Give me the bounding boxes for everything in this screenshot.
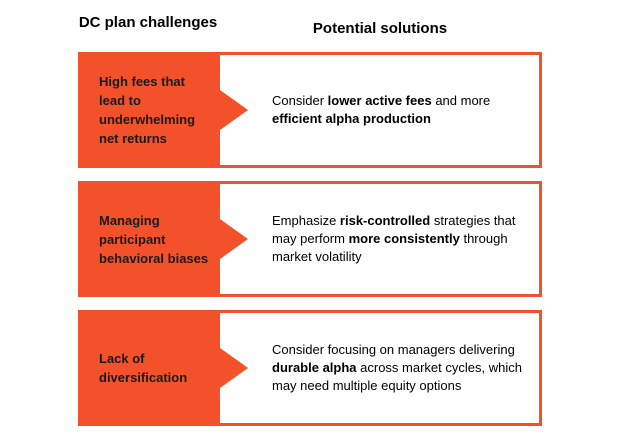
solution-emphasis: risk-controlled: [339, 213, 431, 228]
solution-text: Emphasize risk-controlled strategies tha…: [272, 212, 529, 266]
solution-run: across market cycles, which may need mul…: [272, 360, 522, 393]
solution-run: Emphasize: [272, 213, 340, 228]
challenge-label: Managing participant behavioral biases: [99, 212, 209, 266]
solution-box: Emphasize risk-controlled strategies tha…: [220, 184, 539, 294]
arrow-pointer-icon: [220, 348, 248, 388]
solution-emphasis: more consistently: [348, 231, 460, 246]
challenge-label: High fees that lead to underwhelming net…: [99, 74, 196, 146]
solution-text: Consider lower active fees and more effi…: [272, 92, 529, 128]
solution-box: Consider focusing on managers delivering…: [220, 313, 539, 423]
challenge-label: Lack of diversification: [99, 351, 188, 385]
solution-emphasis: lower active fees: [327, 93, 432, 108]
solution-text: Consider focusing on managers delivering…: [272, 341, 529, 395]
challenges-column-header: DC plan challenges: [78, 14, 218, 31]
arrow-pointer-icon: [220, 90, 248, 130]
solution-box: Consider lower active fees and more effi…: [220, 55, 539, 165]
solutions-column-header: Potential solutions: [312, 20, 448, 37]
solution-run: strategies that may perform: [272, 213, 516, 246]
solution-emphasis: durable alpha: [272, 360, 357, 375]
solution-run: and more: [431, 93, 491, 108]
challenge-row-behavioral-biases: Managing participant behavioral biases E…: [78, 181, 542, 297]
solution-run: through market volatility: [272, 231, 508, 264]
solution-run: Consider focusing on managers delivering: [272, 342, 515, 357]
solution-emphasis: efficient alpha production: [272, 111, 431, 126]
arrow-pointer-icon: [220, 219, 248, 259]
challenge-row-high-fees: High fees that lead to underwhelming net…: [78, 52, 542, 168]
challenge-row-diversification: Lack of diversification Consider focusin…: [78, 310, 542, 426]
solution-run: Consider: [272, 93, 328, 108]
